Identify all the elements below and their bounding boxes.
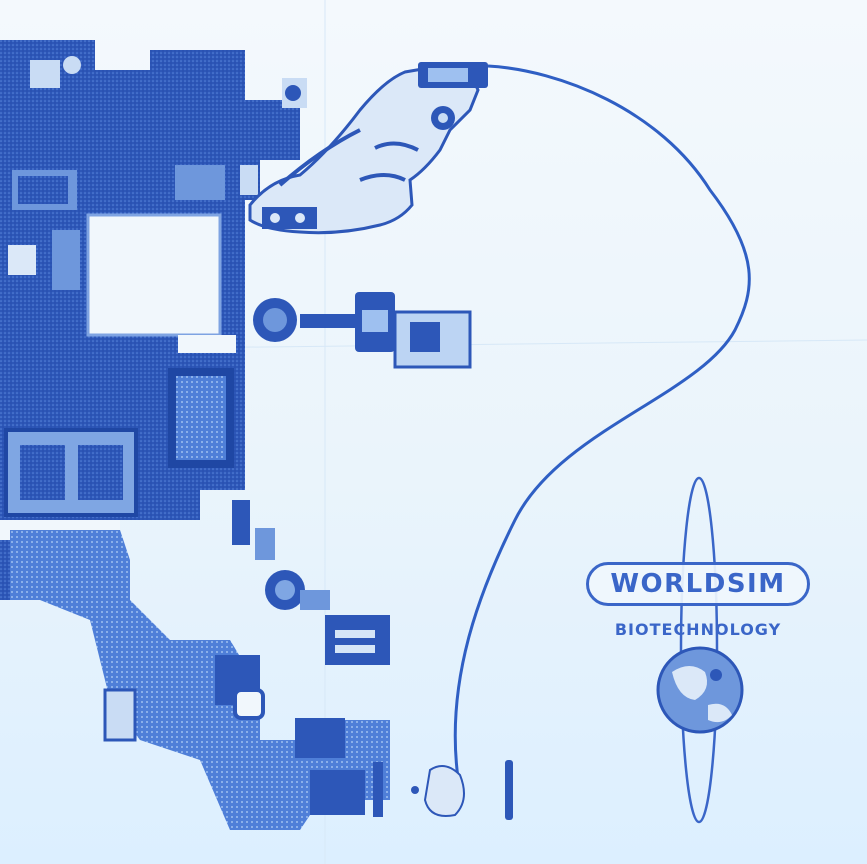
flex-cable-icon xyxy=(10,530,390,830)
logo-title: WORLDSIM xyxy=(610,569,786,599)
hand-icon xyxy=(248,62,488,235)
logo-badge: WORLDSIM xyxy=(586,562,810,606)
motor-icon xyxy=(232,500,390,665)
small-parts-icon xyxy=(373,760,513,820)
planet-icon xyxy=(656,646,744,734)
cable-icon xyxy=(453,64,751,779)
camera-module-icon xyxy=(253,292,472,369)
circuit-board-icon xyxy=(0,40,307,600)
logo-subtitle: BIOTECHNOLOGY xyxy=(614,620,782,639)
